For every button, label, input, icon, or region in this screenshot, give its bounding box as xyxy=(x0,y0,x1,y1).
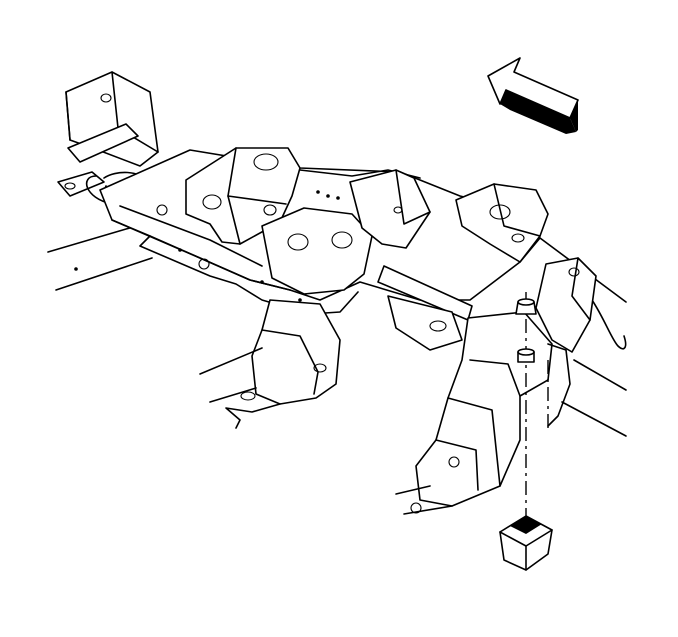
center-crossmember-block xyxy=(261,169,421,295)
left-lower-mount xyxy=(199,299,341,429)
direction-arrow-icon xyxy=(487,57,579,134)
right-outer-bracket xyxy=(535,257,597,353)
left-frame-rail xyxy=(47,221,153,291)
left-upper-bracket xyxy=(65,71,159,167)
bumper-cap-piece xyxy=(499,515,553,571)
right-spring-tower xyxy=(455,183,549,263)
left-spring-tower xyxy=(185,147,301,245)
fastener-bolt xyxy=(515,292,549,520)
right-upper-bracket xyxy=(349,169,431,249)
